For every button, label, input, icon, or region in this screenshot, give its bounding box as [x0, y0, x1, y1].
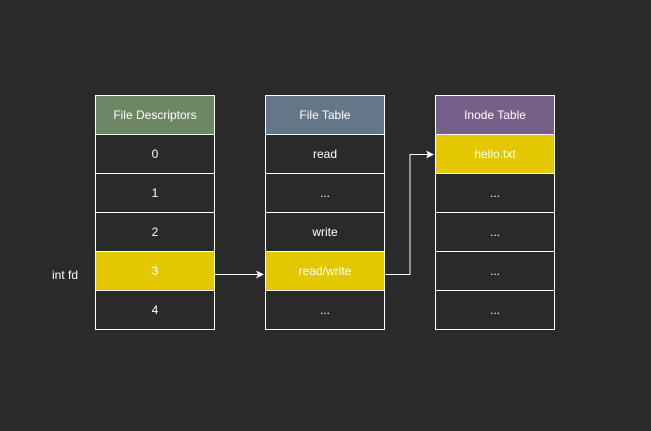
- file-table: File Table read ... write read/write ...: [265, 95, 385, 330]
- file-row-3-highlighted: read/write: [265, 251, 385, 291]
- fd-row-3-highlighted: 3: [95, 251, 215, 291]
- file-descriptors-table: File Descriptors 0 1 2 3 4: [95, 95, 215, 330]
- inode-table: Inode Table hello.txt ... ... ... ...: [435, 95, 555, 330]
- file-row-2: write: [265, 212, 385, 252]
- fd-row-2: 2: [95, 212, 215, 252]
- file-row-4: ...: [265, 290, 385, 330]
- fd-row-0: 0: [95, 134, 215, 174]
- fd-row-1: 1: [95, 173, 215, 213]
- fd-row-4: 4: [95, 290, 215, 330]
- file-to-inode-arrow: [385, 150, 434, 275]
- inode-row-1: ...: [435, 173, 555, 213]
- inode-row-2: ...: [435, 212, 555, 252]
- inode-row-0-highlighted: hello.txt: [435, 134, 555, 174]
- int-fd-label: int fd: [52, 268, 79, 282]
- file-table-header: File Table: [265, 95, 385, 135]
- inode-row-4: ...: [435, 290, 555, 330]
- inode-row-3: ...: [435, 251, 555, 291]
